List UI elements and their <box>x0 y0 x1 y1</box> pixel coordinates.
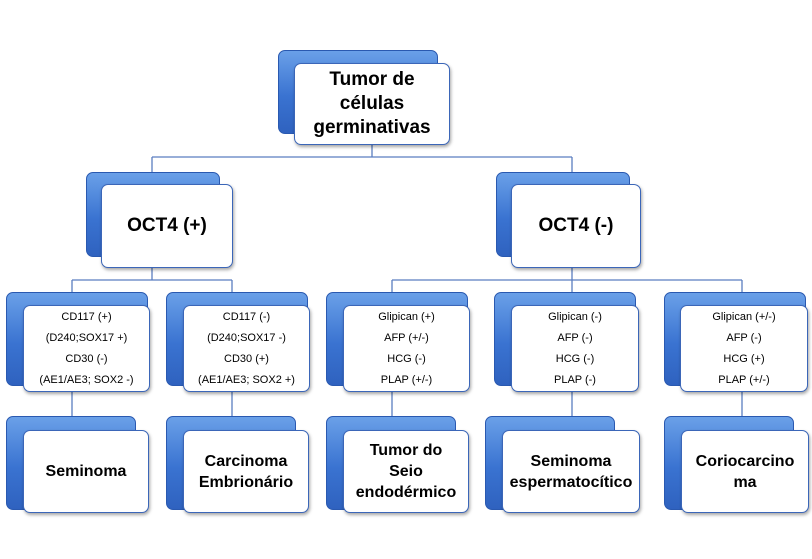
diagnosis-line: Embrionário <box>198 473 294 491</box>
marker-box: Glipican (-) AFP (-) HCG (-) PLAP (-) <box>511 305 639 392</box>
marker-box: CD117 (+) (D240;SOX17 +) CD30 (-) (AE1/A… <box>23 305 150 392</box>
branch-label: OCT4 (+) <box>127 215 207 236</box>
diagnosis-box: Tumor do Seio endodérmico <box>343 430 469 513</box>
marker-line: CD30 (+) <box>224 352 269 365</box>
diagnosis-line: endodérmico <box>355 484 457 501</box>
marker-line: (D240;SOX17 +) <box>45 331 128 344</box>
diagnosis-line: Coriocarcino <box>695 452 795 470</box>
marker-line: AFP (+/-) <box>384 331 429 344</box>
diagnosis-line: Seminoma <box>45 463 127 480</box>
diagnosis-line: espermatocítico <box>509 473 633 491</box>
marker-box: Glipican (+) AFP (+/-) HCG (-) PLAP (+/-… <box>343 305 470 392</box>
diagnosis-box: Seminoma <box>23 430 149 513</box>
root-line: germinativas <box>313 117 431 138</box>
diagnosis-line: Seminoma <box>530 452 612 470</box>
marker-line: AFP (-) <box>726 331 762 344</box>
marker-line: CD117 (-) <box>222 310 271 323</box>
diagnosis-box: Seminoma espermatocítico <box>502 430 640 513</box>
marker-line: PLAP (-) <box>554 373 596 386</box>
marker-line: Glipican (+/-) <box>712 310 776 323</box>
marker-line: AFP (-) <box>557 331 593 344</box>
marker-line: PLAP (+/-) <box>718 373 770 386</box>
diagnosis-line: ma <box>733 473 757 491</box>
marker-box: CD117 (-) (D240;SOX17 -) CD30 (+) (AE1/A… <box>183 305 310 392</box>
marker-line: HCG (-) <box>387 352 426 365</box>
marker-line: PLAP (+/-) <box>380 373 433 386</box>
diagnosis-line: Tumor do <box>369 442 443 459</box>
marker-line: Glipican (+) <box>378 310 435 323</box>
branch-label: OCT4 (-) <box>538 215 614 236</box>
marker-line: Glipican (-) <box>548 310 602 323</box>
root-line: Tumor de <box>329 69 415 90</box>
marker-line: CD30 (-) <box>65 352 108 365</box>
marker-line: (D240;SOX17 -) <box>207 331 286 344</box>
root-node-box: Tumor de células germinativas <box>294 63 450 145</box>
diagnosis-line: Seio <box>389 463 423 480</box>
marker-line: CD117 (+) <box>61 310 112 323</box>
marker-line: HCG (+) <box>723 352 765 365</box>
branch-box: OCT4 (+) <box>101 184 233 268</box>
diagnosis-line: Carcinoma <box>204 452 288 470</box>
marker-line: (AE1/AE3; SOX2 -) <box>39 373 134 386</box>
branch-box: OCT4 (-) <box>511 184 641 268</box>
root-line: células <box>339 93 405 114</box>
marker-line: (AE1/AE3; SOX2 +) <box>198 373 295 386</box>
marker-box: Glipican (+/-) AFP (-) HCG (+) PLAP (+/-… <box>680 305 808 392</box>
diagnosis-box: Carcinoma Embrionário <box>183 430 309 513</box>
diagnosis-box: Coriocarcino ma <box>681 430 809 513</box>
marker-line: HCG (-) <box>555 352 595 365</box>
